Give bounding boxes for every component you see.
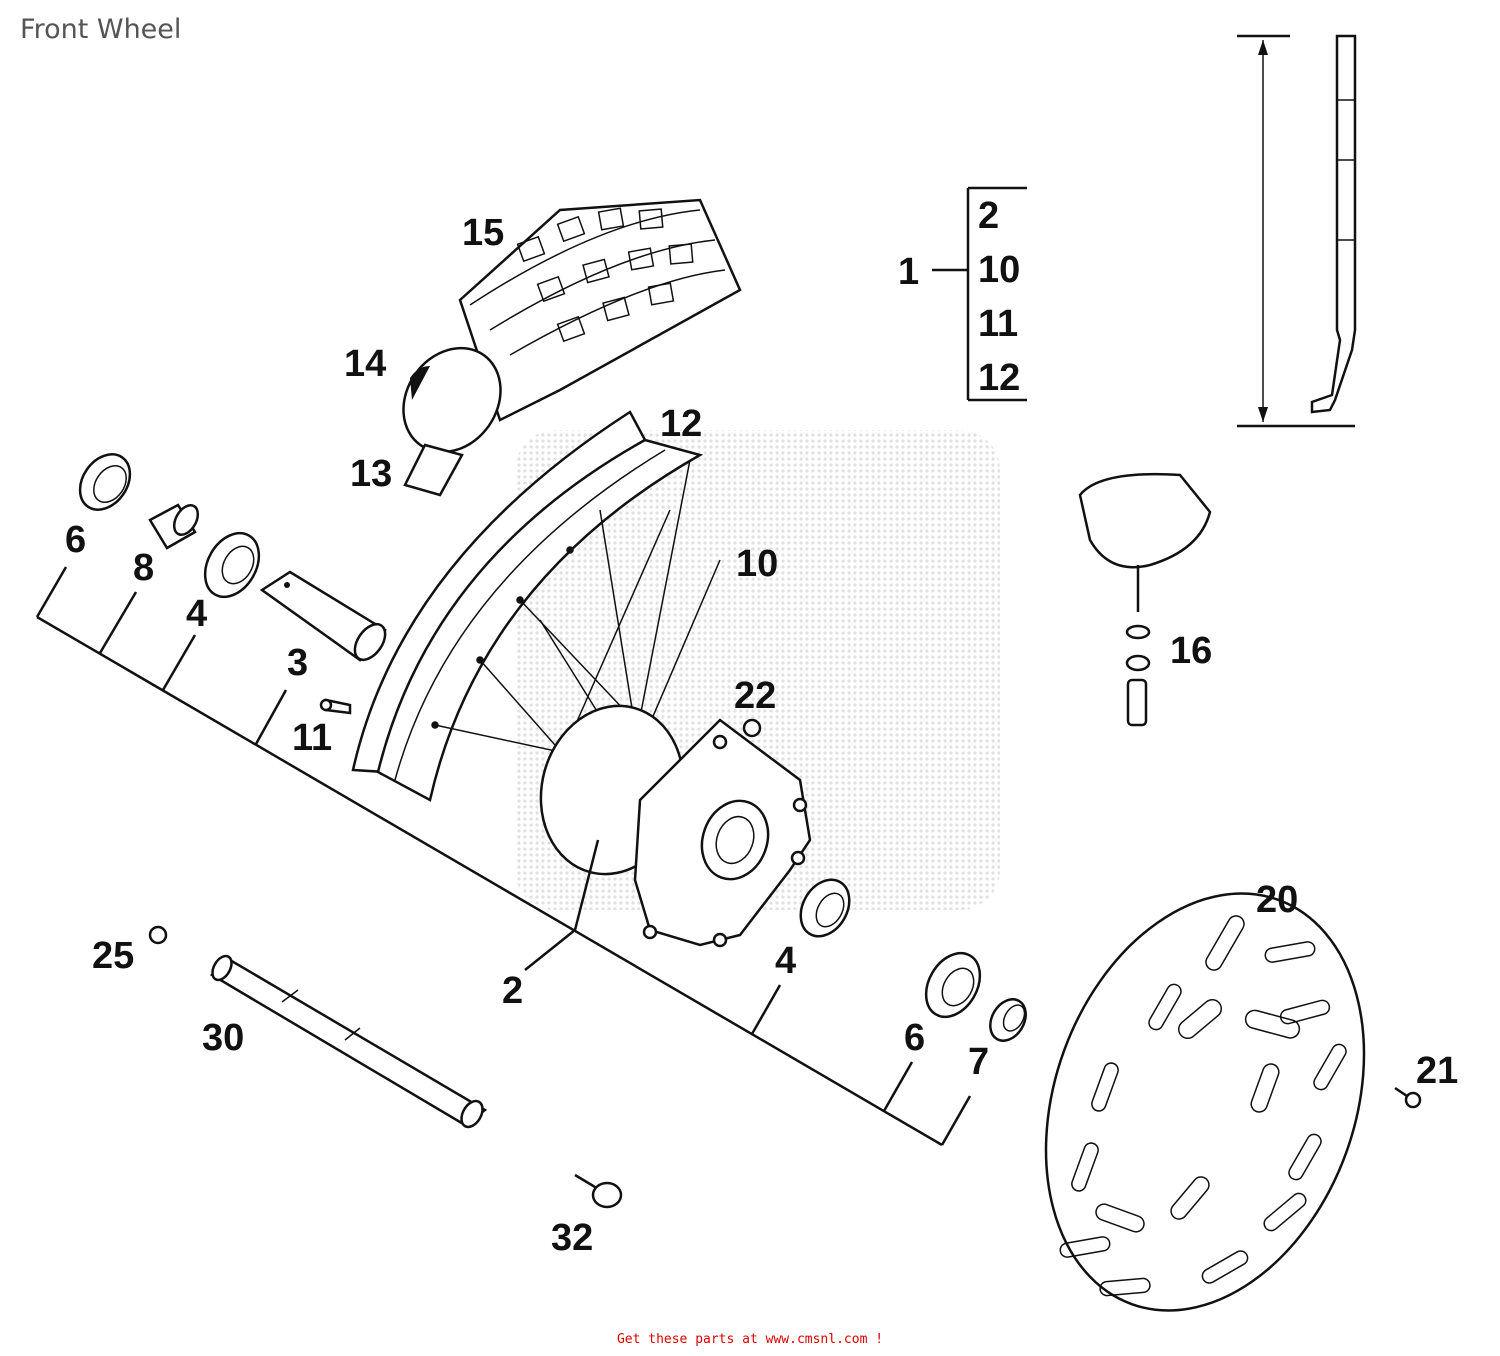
callout-tire-lock: 16 bbox=[1170, 630, 1212, 672]
callout-rim-tape: 13 bbox=[350, 453, 392, 495]
tire-part[interactable] bbox=[458, 198, 742, 422]
callout-disc: 20 bbox=[1256, 879, 1298, 921]
callout-nut-25: 25 bbox=[92, 935, 134, 977]
disc-screw-part[interactable] bbox=[1394, 1086, 1422, 1109]
kit-item-2: 2 bbox=[978, 195, 999, 237]
callout-bearing-right: 4 bbox=[775, 940, 796, 982]
tube-part[interactable] bbox=[384, 329, 521, 471]
footer-link[interactable]: Get these parts at www.cmsnl.com ! bbox=[616, 1332, 884, 1347]
kit-item-11: 11 bbox=[978, 303, 1018, 345]
callout-screw-22: 22 bbox=[734, 675, 776, 717]
callout-spokes: 10 bbox=[736, 543, 778, 585]
nipple-part[interactable] bbox=[319, 698, 352, 715]
seal-right-part[interactable] bbox=[915, 944, 991, 1027]
spacer-right-part[interactable] bbox=[983, 993, 1033, 1047]
axle-part[interactable] bbox=[209, 953, 488, 1131]
callout-bearing-left: 4 bbox=[186, 593, 207, 635]
bolt-32-part[interactable] bbox=[574, 1173, 623, 1209]
callout-tire: 15 bbox=[462, 212, 504, 254]
callout-rim: 12 bbox=[660, 403, 702, 445]
rim-tape-part[interactable] bbox=[403, 443, 464, 497]
leader-lines bbox=[35, 566, 972, 1147]
page-title: Front Wheel bbox=[20, 14, 182, 45]
nut-25-part[interactable] bbox=[148, 925, 168, 945]
kit-item-10: 10 bbox=[978, 249, 1020, 291]
rim-part[interactable] bbox=[351, 410, 704, 802]
wheel-size-dimension-icon bbox=[1237, 34, 1357, 428]
bearing-right-part[interactable] bbox=[791, 871, 859, 945]
kit-item-12: 12 bbox=[978, 357, 1020, 399]
brake-disc-part[interactable] bbox=[991, 849, 1420, 1356]
kit-label: 1 bbox=[898, 251, 919, 293]
callout-axle-spacer: 3 bbox=[287, 642, 308, 684]
callout-seal-left: 6 bbox=[65, 519, 86, 561]
callout-seal-right: 6 bbox=[904, 1017, 925, 1059]
axle-spacer-part[interactable] bbox=[259, 570, 391, 665]
callout-bolt-32: 32 bbox=[551, 1217, 593, 1259]
callout-tube: 14 bbox=[344, 343, 386, 385]
callout-spacer-right: 7 bbox=[968, 1041, 989, 1083]
hub-part[interactable] bbox=[522, 690, 812, 948]
bearing-left-part[interactable] bbox=[194, 524, 270, 607]
callout-disc-screw: 21 bbox=[1416, 1050, 1458, 1092]
screw-22-part[interactable] bbox=[742, 718, 762, 738]
callout-spacer-left: 8 bbox=[133, 547, 154, 589]
callout-axle: 30 bbox=[202, 1017, 244, 1059]
seal-left-part[interactable] bbox=[70, 445, 140, 519]
callout-hub: 2 bbox=[502, 970, 523, 1012]
spacer-left-part[interactable] bbox=[148, 501, 203, 550]
tire-lock-part[interactable] bbox=[1078, 472, 1212, 727]
callout-nipple: 11 bbox=[292, 717, 332, 759]
kit-bracket: 1 2 10 11 12 bbox=[898, 186, 1027, 402]
